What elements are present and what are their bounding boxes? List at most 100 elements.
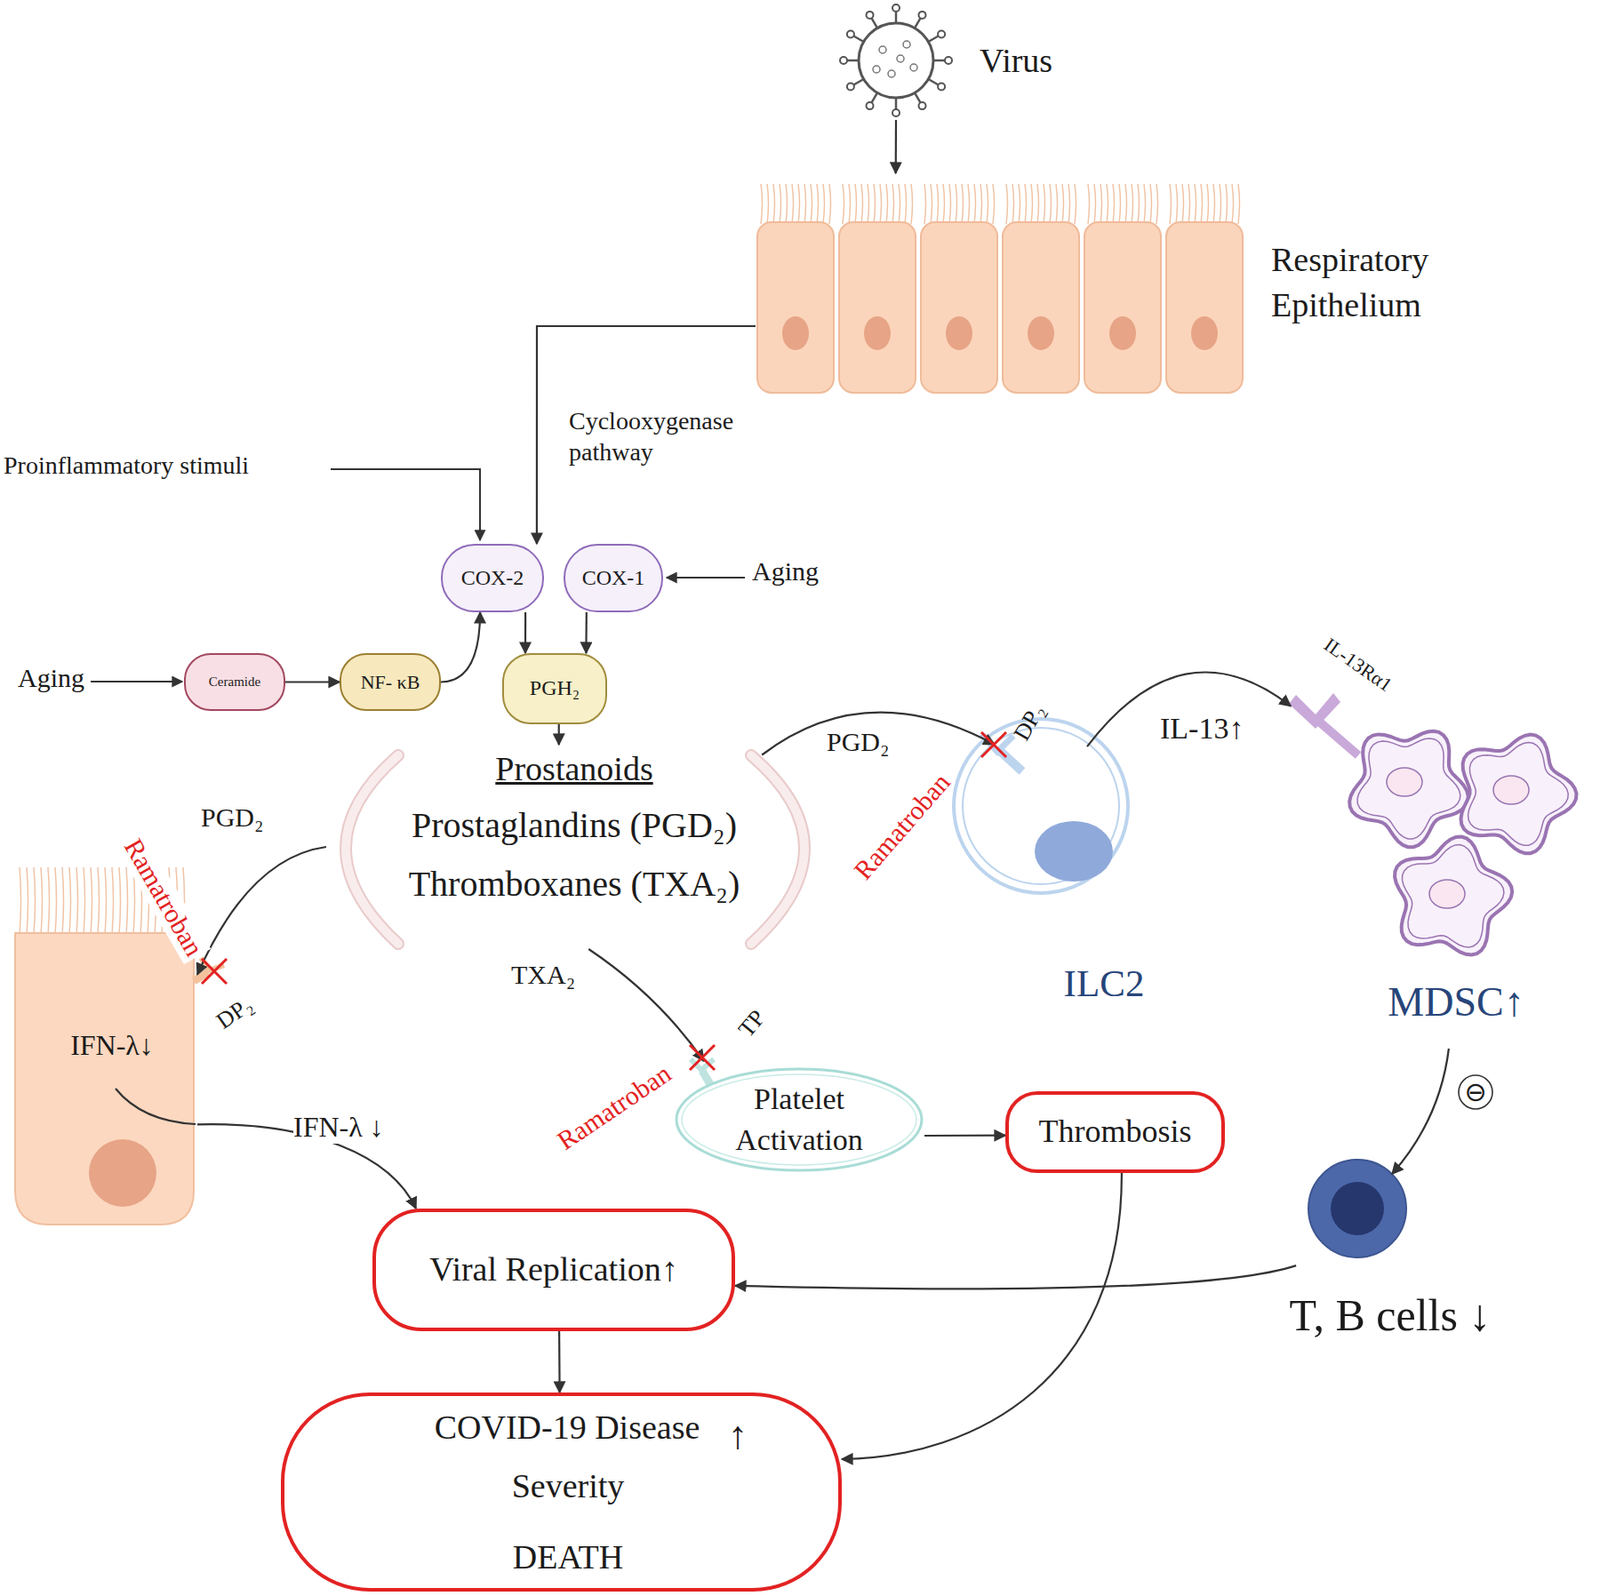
cilium [961, 184, 964, 224]
cilium [1182, 184, 1184, 224]
cilium [1137, 184, 1140, 224]
bracket [345, 755, 399, 944]
cilium [785, 184, 788, 224]
prostanoid-group: ProstanoidsProstaglandins (PGD₂)Thrombox… [326, 744, 822, 950]
input-label: Aging [17, 663, 85, 695]
cilium [48, 867, 50, 936]
cilium [829, 184, 832, 224]
connector [895, 120, 897, 174]
nucleus [1330, 1182, 1384, 1236]
cilium [848, 184, 851, 224]
cilium [1088, 184, 1090, 224]
nucleus [1034, 821, 1113, 882]
cilium [980, 184, 983, 224]
edge-label: IL-13↑ [1160, 711, 1244, 746]
cilium [855, 184, 857, 224]
cilium [112, 867, 114, 936]
cilium [1062, 184, 1064, 224]
cilium [773, 184, 776, 224]
virus-spike [866, 102, 874, 110]
cilium [1031, 184, 1033, 224]
cilium [1006, 184, 1008, 224]
virus-spike [944, 56, 952, 64]
cilium [804, 184, 807, 224]
virus-spike [919, 11, 927, 19]
node-text: COVID-19 Disease [434, 1408, 701, 1448]
cilium [1194, 184, 1197, 224]
leader-line [115, 1088, 196, 1125]
cilium [62, 867, 64, 936]
virus-spike [919, 102, 927, 110]
platelet-outline [681, 1074, 917, 1166]
epithelium-figure: Respiratory Epithelium [755, 173, 1494, 396]
cilium [1068, 184, 1071, 224]
cilium [760, 184, 763, 224]
virus-spike [853, 79, 864, 86]
epithelial-cell [920, 222, 998, 393]
cilium [1207, 184, 1209, 224]
virus-body [858, 23, 934, 98]
cilium [1018, 184, 1021, 224]
nucleus [945, 316, 973, 351]
cilium [104, 867, 107, 936]
virus-spike [847, 83, 855, 91]
ilc2-cell: ILC2 [949, 711, 1172, 1009]
node-text: Respiratory Epithelium [1271, 237, 1494, 329]
node-text: NF- κB [360, 671, 421, 694]
cilium [1074, 184, 1077, 224]
cilium [1169, 184, 1172, 224]
cilium [816, 184, 819, 224]
nucleus [88, 1139, 157, 1208]
node-text: Viral Replication↑ [429, 1250, 678, 1290]
receptor-label: TP [733, 1005, 771, 1043]
cilium [69, 867, 72, 936]
connector [841, 1173, 1122, 1460]
cilium [1144, 184, 1146, 224]
arrow [666, 576, 745, 579]
cilium [1188, 184, 1191, 224]
node-text: Thrombosis [1038, 1113, 1192, 1151]
mdsc-cell [1394, 837, 1512, 956]
edge-label: PGD₂ [200, 802, 264, 834]
cilium [1112, 184, 1115, 224]
input-label: Proinflammatory stimuli [3, 451, 249, 480]
enzyme-box: COX-2 [440, 544, 544, 613]
virus-spike [892, 4, 900, 12]
cilium [867, 184, 870, 224]
molecule-box: Ceramide [184, 653, 286, 712]
outcome-box: Thrombosis [1005, 1091, 1225, 1174]
ilc2-cell [962, 728, 1120, 885]
mdsc-cell [1468, 743, 1569, 847]
node-text: Ceramide [208, 674, 261, 690]
cilium [126, 867, 128, 936]
cilium [936, 184, 939, 224]
inhibit-circle [1458, 1075, 1493, 1110]
connector [924, 1135, 1006, 1138]
connector [584, 612, 588, 654]
cilium [986, 184, 989, 224]
cilium [798, 184, 800, 224]
nucleus [1493, 776, 1529, 805]
cilium [1176, 184, 1178, 224]
virus-spike [914, 92, 921, 103]
connector [588, 949, 704, 1062]
cilium [767, 184, 769, 224]
edge-label: PGD₂ [826, 727, 889, 759]
bracket [345, 755, 399, 944]
drug-label: Ramatroban [552, 1058, 678, 1158]
connector [735, 1265, 1296, 1289]
arrow [90, 680, 183, 683]
cilium [898, 184, 901, 224]
epithelial-cell [1166, 222, 1243, 393]
virus-spike [895, 11, 898, 24]
cilium [792, 184, 794, 224]
cilium [930, 184, 933, 224]
mdsc-cell [1402, 845, 1504, 948]
cilium [1213, 184, 1216, 224]
cilium [842, 184, 845, 224]
cilium [1100, 184, 1103, 224]
cilium [33, 867, 36, 936]
cilium [1049, 184, 1052, 224]
cilium [992, 184, 995, 224]
